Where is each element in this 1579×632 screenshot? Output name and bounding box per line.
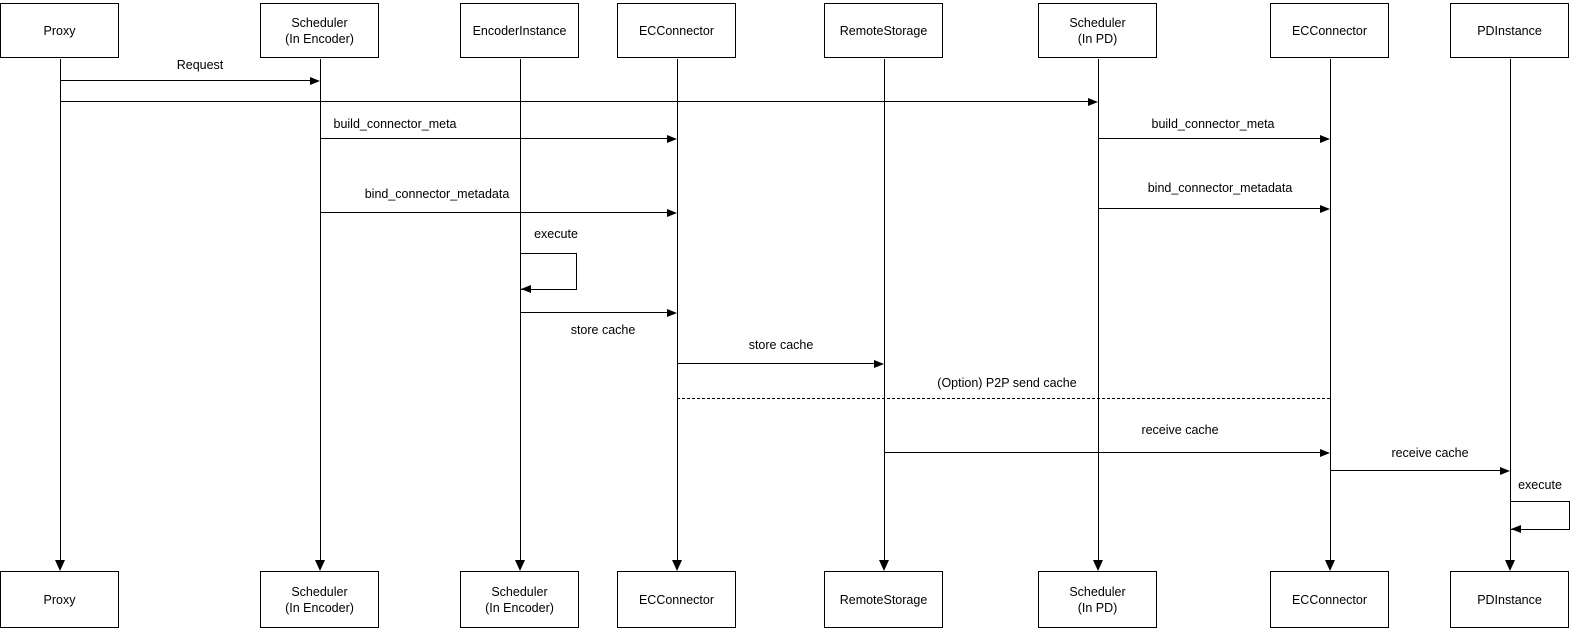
actor-bottom-scheduler-encoder-2: Scheduler (In Encoder) bbox=[460, 571, 579, 628]
selfloop-execute-pd bbox=[1510, 501, 1570, 530]
message-label-receive-cache: receive cache bbox=[1389, 446, 1471, 461]
actor-label: ECConnector bbox=[638, 592, 715, 607]
lifeline-arrowhead-icon bbox=[315, 560, 325, 571]
actor-top-encoderinstance: EncoderInstance bbox=[460, 3, 579, 58]
actor-top-pdinstance: PDInstance bbox=[1450, 3, 1569, 58]
actor-bottom-remotestorage: RemoteStorage bbox=[824, 571, 943, 628]
arrow-right-icon bbox=[667, 308, 677, 317]
actor-top-remotestorage: RemoteStorage bbox=[824, 3, 943, 58]
actor-label: EncoderInstance bbox=[472, 23, 567, 38]
arrow-left-icon bbox=[1511, 524, 1521, 533]
message-line-bind-connector-metadata-pd bbox=[1098, 208, 1320, 209]
arrow-right-icon bbox=[1088, 97, 1098, 106]
actor-top-scheduler-encoder: Scheduler (In Encoder) bbox=[260, 3, 379, 58]
lifeline-pdinstance bbox=[1510, 59, 1511, 562]
actor-label: ECConnector bbox=[1291, 592, 1368, 607]
message-label-build-connector-meta: build_connector_meta bbox=[1149, 117, 1277, 132]
actor-top-proxy: Proxy bbox=[0, 3, 119, 58]
actor-bottom-ecconnector-pd: ECConnector bbox=[1270, 571, 1389, 628]
actor-label: ECConnector bbox=[1291, 23, 1368, 38]
lifeline-arrowhead-icon bbox=[1093, 560, 1103, 571]
lifeline-encoderinstance bbox=[520, 59, 521, 562]
lifeline-arrowhead-icon bbox=[1505, 560, 1515, 571]
actor-bottom-proxy: Proxy bbox=[0, 571, 119, 628]
lifeline-arrowhead-icon bbox=[672, 560, 682, 571]
actor-label: ECConnector bbox=[638, 23, 715, 38]
message-label-execute: execute bbox=[532, 227, 580, 242]
actor-label: Scheduler (In Encoder) bbox=[285, 584, 354, 615]
actor-bottom-scheduler-encoder: Scheduler (In Encoder) bbox=[260, 571, 379, 628]
message-line-receive-cache-ec bbox=[884, 452, 1322, 453]
message-line-store-cache-remote bbox=[677, 363, 876, 364]
selfloop-execute-encoder bbox=[520, 253, 577, 290]
arrow-right-icon bbox=[874, 359, 884, 368]
actor-bottom-pdinstance: PDInstance bbox=[1450, 571, 1569, 628]
lifeline-scheduler-encoder bbox=[320, 59, 321, 562]
message-line-p2p-send-cache bbox=[677, 398, 1330, 399]
actor-top-scheduler-pd: Scheduler (In PD) bbox=[1038, 3, 1157, 58]
message-line-receive-cache-pd bbox=[1330, 470, 1502, 471]
actor-top-ecconnector-pd: ECConnector bbox=[1270, 3, 1389, 58]
arrow-right-icon bbox=[667, 208, 677, 217]
message-label-request: Request bbox=[174, 58, 226, 73]
arrow-right-icon bbox=[1320, 134, 1330, 143]
actor-label: PDInstance bbox=[1477, 23, 1542, 38]
message-label-receive-cache: receive cache bbox=[1139, 423, 1221, 438]
arrow-right-icon bbox=[1320, 204, 1330, 213]
message-line-bind-connector-metadata-encoder bbox=[320, 212, 669, 213]
message-line-request bbox=[60, 80, 312, 81]
actor-label: Scheduler (In Encoder) bbox=[285, 15, 354, 46]
actor-label: PDInstance bbox=[1477, 592, 1542, 607]
actor-label: RemoteStorage bbox=[839, 23, 928, 38]
arrow-right-icon bbox=[310, 76, 320, 85]
lifeline-ecconnector bbox=[677, 59, 678, 562]
message-label-build-connector-meta: build_connector_meta bbox=[331, 117, 459, 132]
actor-label: Scheduler (In Encoder) bbox=[485, 584, 554, 615]
lifeline-proxy bbox=[60, 59, 61, 562]
message-line-build-connector-meta-encoder bbox=[320, 138, 669, 139]
actor-label: Proxy bbox=[43, 23, 76, 38]
message-label-bind-connector-metadata: bind_connector_metadata bbox=[362, 187, 512, 202]
lifeline-arrowhead-icon bbox=[55, 560, 65, 571]
actor-bottom-ecconnector: ECConnector bbox=[617, 571, 736, 628]
actor-top-ecconnector: ECConnector bbox=[617, 3, 736, 58]
lifeline-arrowhead-icon bbox=[1325, 560, 1335, 571]
message-label-p2p-send-cache: (Option) P2P send cache bbox=[935, 376, 1079, 391]
actor-label: Proxy bbox=[43, 592, 76, 607]
message-line-proxy-to-scheduler-pd bbox=[60, 101, 1090, 102]
message-line-build-connector-meta-pd bbox=[1098, 138, 1320, 139]
message-line-store-cache-encoder bbox=[520, 312, 669, 313]
arrow-right-icon bbox=[1500, 466, 1510, 475]
arrow-left-icon bbox=[521, 284, 531, 293]
arrow-right-icon bbox=[1320, 448, 1330, 457]
lifeline-scheduler-pd bbox=[1098, 59, 1099, 562]
actor-label: RemoteStorage bbox=[839, 592, 928, 607]
lifeline-remotestorage bbox=[884, 59, 885, 562]
lifeline-arrowhead-icon bbox=[515, 560, 525, 571]
lifeline-arrowhead-icon bbox=[879, 560, 889, 571]
lifeline-ecconnector-pd bbox=[1330, 59, 1331, 562]
arrow-right-icon bbox=[667, 134, 677, 143]
actor-bottom-scheduler-pd: Scheduler (In PD) bbox=[1038, 571, 1157, 628]
message-label-bind-connector-metadata: bind_connector_metadata bbox=[1145, 181, 1295, 196]
message-label-store-cache: store cache bbox=[568, 323, 638, 338]
actor-label: Scheduler (In PD) bbox=[1069, 15, 1126, 46]
message-label-execute: execute bbox=[1516, 478, 1564, 493]
actor-label: Scheduler (In PD) bbox=[1069, 584, 1126, 615]
message-label-store-cache: store cache bbox=[746, 338, 816, 353]
